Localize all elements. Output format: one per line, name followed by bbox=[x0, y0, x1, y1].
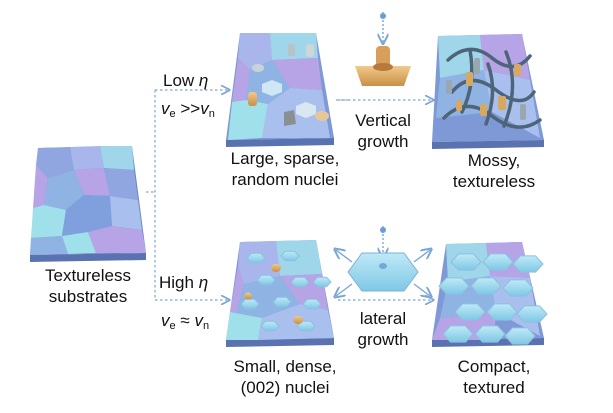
bottom-nuclei-label: Small, dense, (002) nuclei bbox=[212, 356, 358, 398]
top-condition: Low η bbox=[163, 70, 208, 91]
top-rate-relation: ve >>vn bbox=[161, 98, 215, 125]
bottom-result-label: Compact, textured bbox=[434, 356, 554, 398]
top-condition-symbol: η bbox=[199, 71, 208, 90]
top-growth-label: Vertical growth bbox=[343, 110, 423, 152]
small-hex-nucleus bbox=[313, 277, 331, 287]
substrate-grains bbox=[30, 146, 146, 255]
mossy-result-slab bbox=[432, 34, 544, 149]
vertical-growth-icon bbox=[355, 12, 411, 86]
substrate-label: Textureless substrates bbox=[18, 265, 158, 307]
lateral-growth-icon bbox=[336, 226, 430, 296]
top-result-label: Mossy, textureless bbox=[432, 150, 556, 192]
bottom-growth-label: lateral growth bbox=[343, 308, 423, 350]
small-hex-nucleus bbox=[257, 275, 275, 285]
textureless-substrate bbox=[30, 146, 146, 262]
top-nuclei-label: Large, sparse, random nuclei bbox=[210, 148, 360, 190]
bottom-rate-relation: ve ≈ vn bbox=[161, 310, 209, 337]
small-hex-nucleus bbox=[247, 253, 265, 263]
small-hex-nucleus bbox=[291, 277, 309, 287]
top-nuclei-slab bbox=[226, 33, 334, 147]
small-hex-nucleus bbox=[281, 251, 299, 261]
top-condition-label: Low bbox=[163, 71, 194, 90]
bottom-nuclei-slab bbox=[226, 240, 334, 347]
small-hex-nucleus bbox=[303, 299, 321, 309]
bottom-condition-label: High bbox=[159, 273, 194, 292]
small-hex-nucleus bbox=[261, 321, 279, 331]
small-hex-nucleus bbox=[273, 297, 291, 307]
bottom-condition: High η bbox=[159, 272, 208, 293]
small-hex-nucleus bbox=[241, 299, 259, 309]
bottom-condition-symbol: η bbox=[199, 273, 208, 292]
